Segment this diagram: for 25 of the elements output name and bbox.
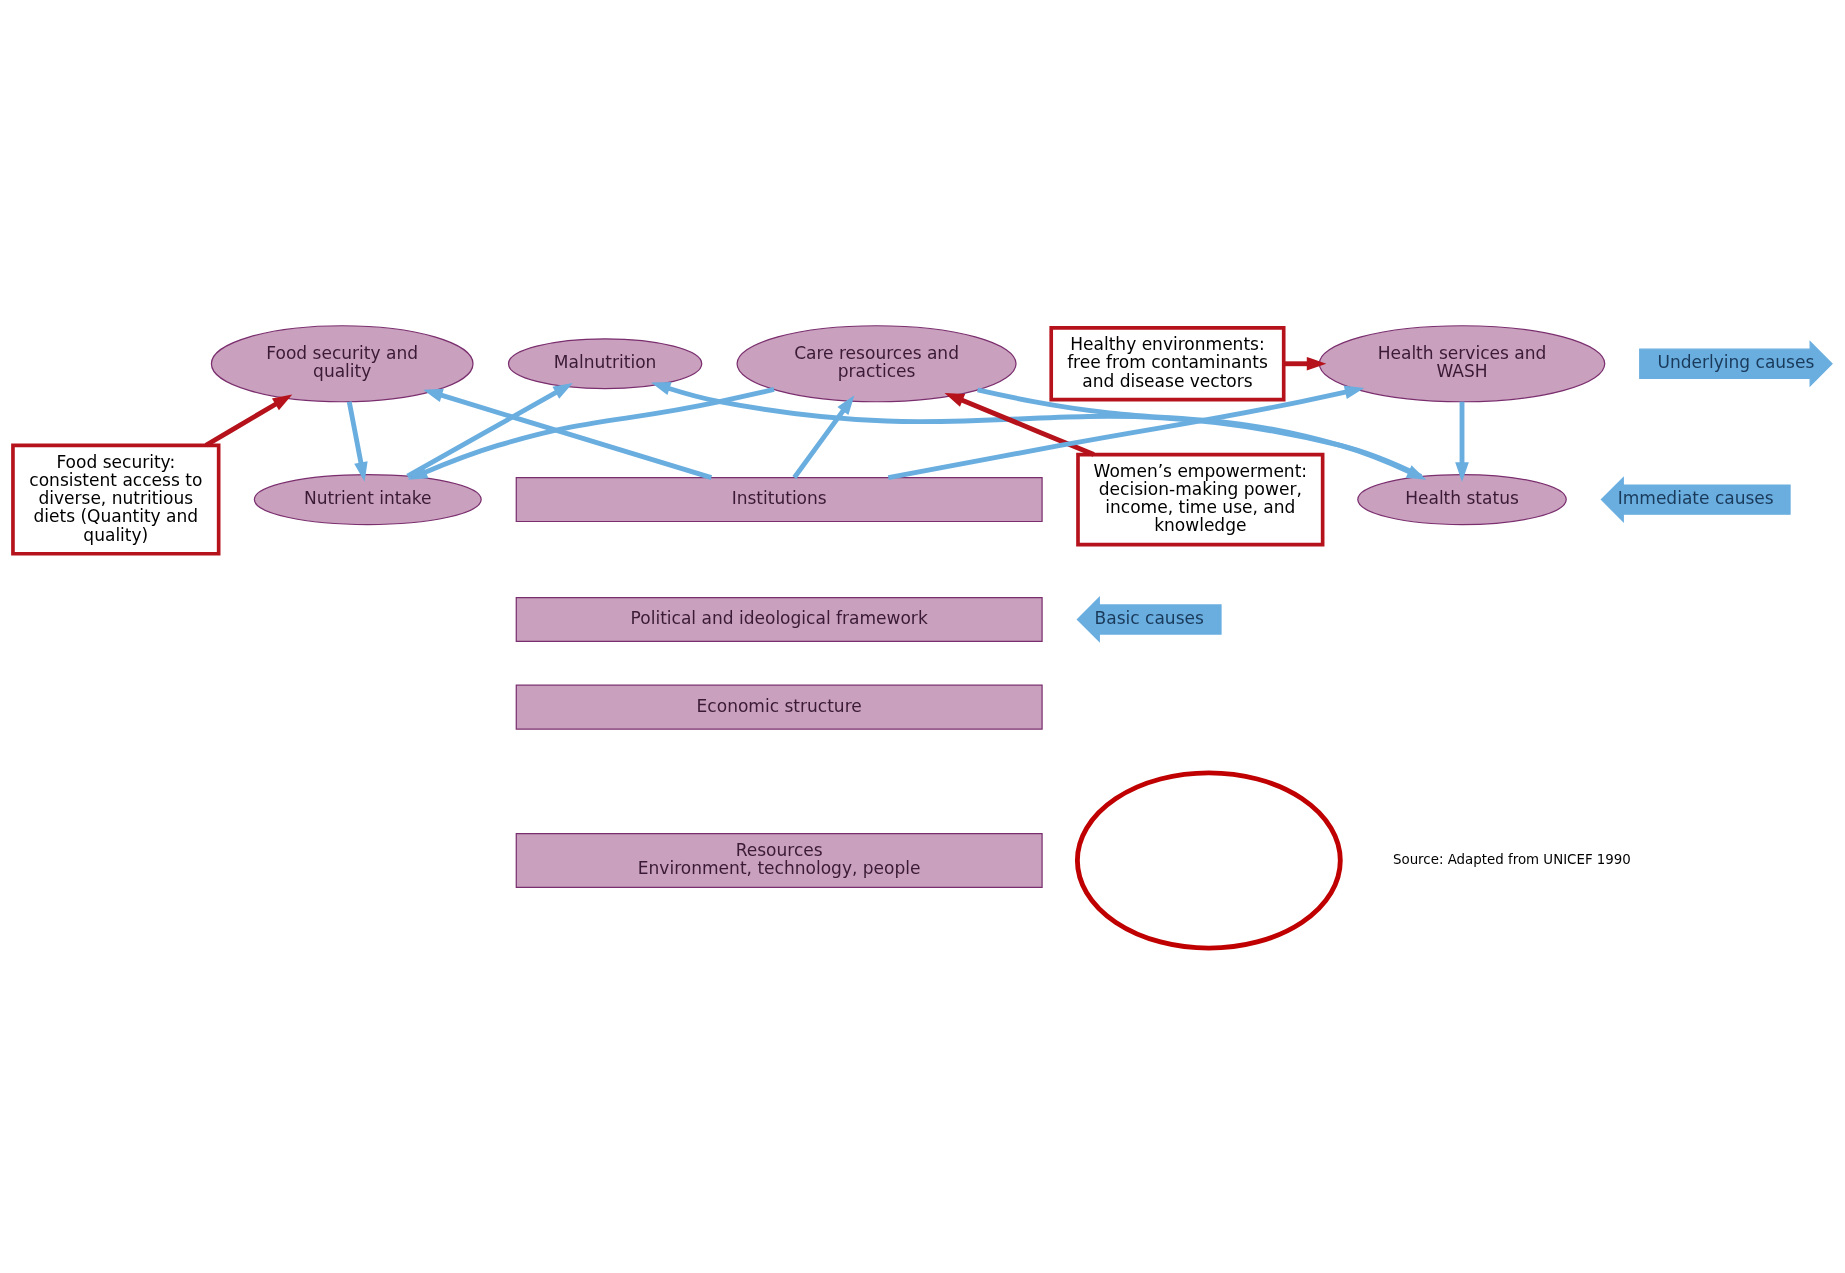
node-ellipse: Care resources and practices <box>736 324 1017 402</box>
arrow <box>407 386 775 480</box>
node-box: Political and ideological framework <box>515 596 1043 642</box>
arrow <box>792 394 855 479</box>
arrow <box>423 388 713 480</box>
label: Source: Adapted from UNICEF 1990 <box>1392 851 1631 867</box>
node-box: Healthy environments: free from contaminants and disease vectors <box>1049 325 1286 401</box>
arrow <box>944 392 1095 457</box>
arrow <box>406 382 573 478</box>
arrow <box>977 387 1427 480</box>
arrow <box>346 400 368 482</box>
node-box: Food security: consistent access to diverse, nutritious diets (Quantity and quality) <box>11 443 221 556</box>
node-box: Institutions <box>515 476 1043 522</box>
arrow <box>1455 401 1469 482</box>
node-ellipse <box>1074 769 1343 951</box>
node-ellipse: Health status <box>1357 473 1567 525</box>
arrow <box>204 393 293 447</box>
node-box: Economic structure <box>515 684 1043 730</box>
node-box: Women’s empowerment: decision-making power, income, time use, and knowledge <box>1076 452 1325 546</box>
node-box: Resources Environment, technology, people <box>515 832 1043 888</box>
arrow <box>887 385 1365 480</box>
arrow <box>1284 356 1327 371</box>
node-ellipse: Malnutrition <box>507 337 703 389</box>
arrow <box>650 381 1423 479</box>
node-ellipse: Nutrient intake <box>253 473 482 525</box>
